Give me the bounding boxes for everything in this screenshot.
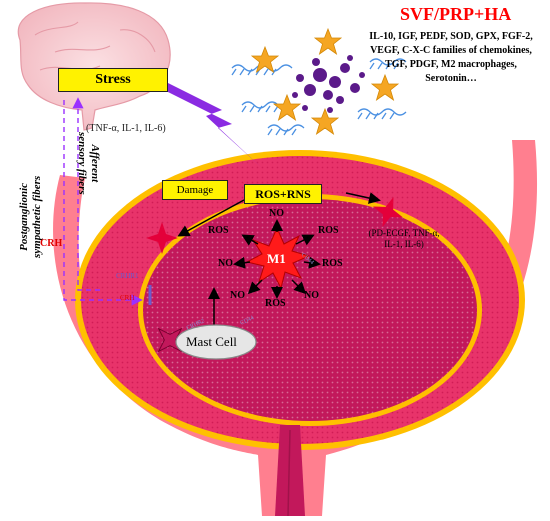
brain-cytokines: (TNF-α, IL-1, IL-6) bbox=[86, 123, 166, 134]
mast-cell bbox=[175, 324, 257, 360]
injury-markers bbox=[146, 196, 404, 353]
no-label-bottomright: NO bbox=[304, 290, 319, 301]
brain-illustration bbox=[17, 2, 171, 131]
injury-star-right bbox=[372, 196, 404, 228]
growth-factor-stars bbox=[250, 27, 400, 135]
epithelial-factors: (PD-ECGF, TNF-α, IL-1, IL-6) bbox=[356, 228, 452, 250]
arrow-m1-right bbox=[303, 256, 321, 269]
urethra bbox=[275, 425, 305, 516]
factor-line: VEGF, C-X-C families of chemokines, bbox=[370, 45, 532, 56]
arrow-m1-upright bbox=[295, 234, 315, 246]
factor-list: IL-10, IGF, PEDF, SOD, GPX, FGF-2, VEGF,… bbox=[356, 30, 546, 86]
m1-label: M1 bbox=[267, 251, 286, 266]
svf-cluster bbox=[231, 27, 407, 136]
arrow-m1-downleft bbox=[247, 279, 263, 295]
afferent-label-line: Afferent bbox=[89, 144, 101, 183]
stress-box: Stress bbox=[58, 68, 168, 92]
no-label-top: NO bbox=[269, 208, 284, 219]
postganglionic-label-line: Postganglionic bbox=[18, 182, 30, 251]
factor-line: IL-10, IGF, PEDF, SOD, GPX, FGF-2, bbox=[369, 31, 533, 42]
crh-label: CRH bbox=[40, 238, 63, 249]
sympathetic-fiber bbox=[63, 100, 143, 306]
ros-label-bottom: ROS bbox=[265, 298, 286, 309]
arrow-m1-left bbox=[233, 256, 251, 269]
arrow-m1-downright bbox=[291, 279, 307, 295]
afferent-label: Afferent sensory fibers bbox=[75, 132, 101, 195]
no-label-bottomleft: NO bbox=[230, 290, 245, 301]
arrow-ros-to-left bbox=[177, 199, 245, 237]
arrow-ros-to-right bbox=[345, 192, 381, 204]
ros-label-right: ROS bbox=[322, 258, 343, 269]
epithelial-factor-line: (PD-ECGF, TNF-α, bbox=[368, 228, 440, 238]
no-label-left: NO bbox=[218, 258, 233, 269]
epithelial-factor-line: IL-1, IL-6) bbox=[384, 239, 424, 249]
ros-label-upleft: ROS bbox=[208, 225, 229, 236]
crhr1-label: CRHR1 bbox=[116, 272, 139, 280]
factor-line: Serotonin… bbox=[425, 73, 477, 84]
svf-title: SVF/PRP+HA bbox=[400, 4, 512, 24]
stem-cell-cluster bbox=[292, 55, 365, 113]
signal-arrows bbox=[177, 192, 381, 330]
ros-label-upright: ROS bbox=[318, 225, 339, 236]
afferent-fiber bbox=[72, 97, 100, 291]
ros-rns-box: ROS+RNS bbox=[244, 184, 322, 204]
factor-line: TGF, PDGF, M2 macrophages, bbox=[385, 59, 517, 70]
mast-cell-label: Mast Cell bbox=[186, 334, 237, 349]
injury-star-left bbox=[146, 222, 178, 254]
damage-box: Damage bbox=[162, 180, 228, 200]
lightning-bolt bbox=[162, 80, 262, 168]
afferent-label-line: sensory fibers bbox=[76, 132, 88, 195]
arrow-m1-upleft bbox=[241, 234, 259, 246]
crh-small-label: CRH bbox=[120, 294, 135, 302]
nerve-pathways bbox=[63, 97, 152, 306]
